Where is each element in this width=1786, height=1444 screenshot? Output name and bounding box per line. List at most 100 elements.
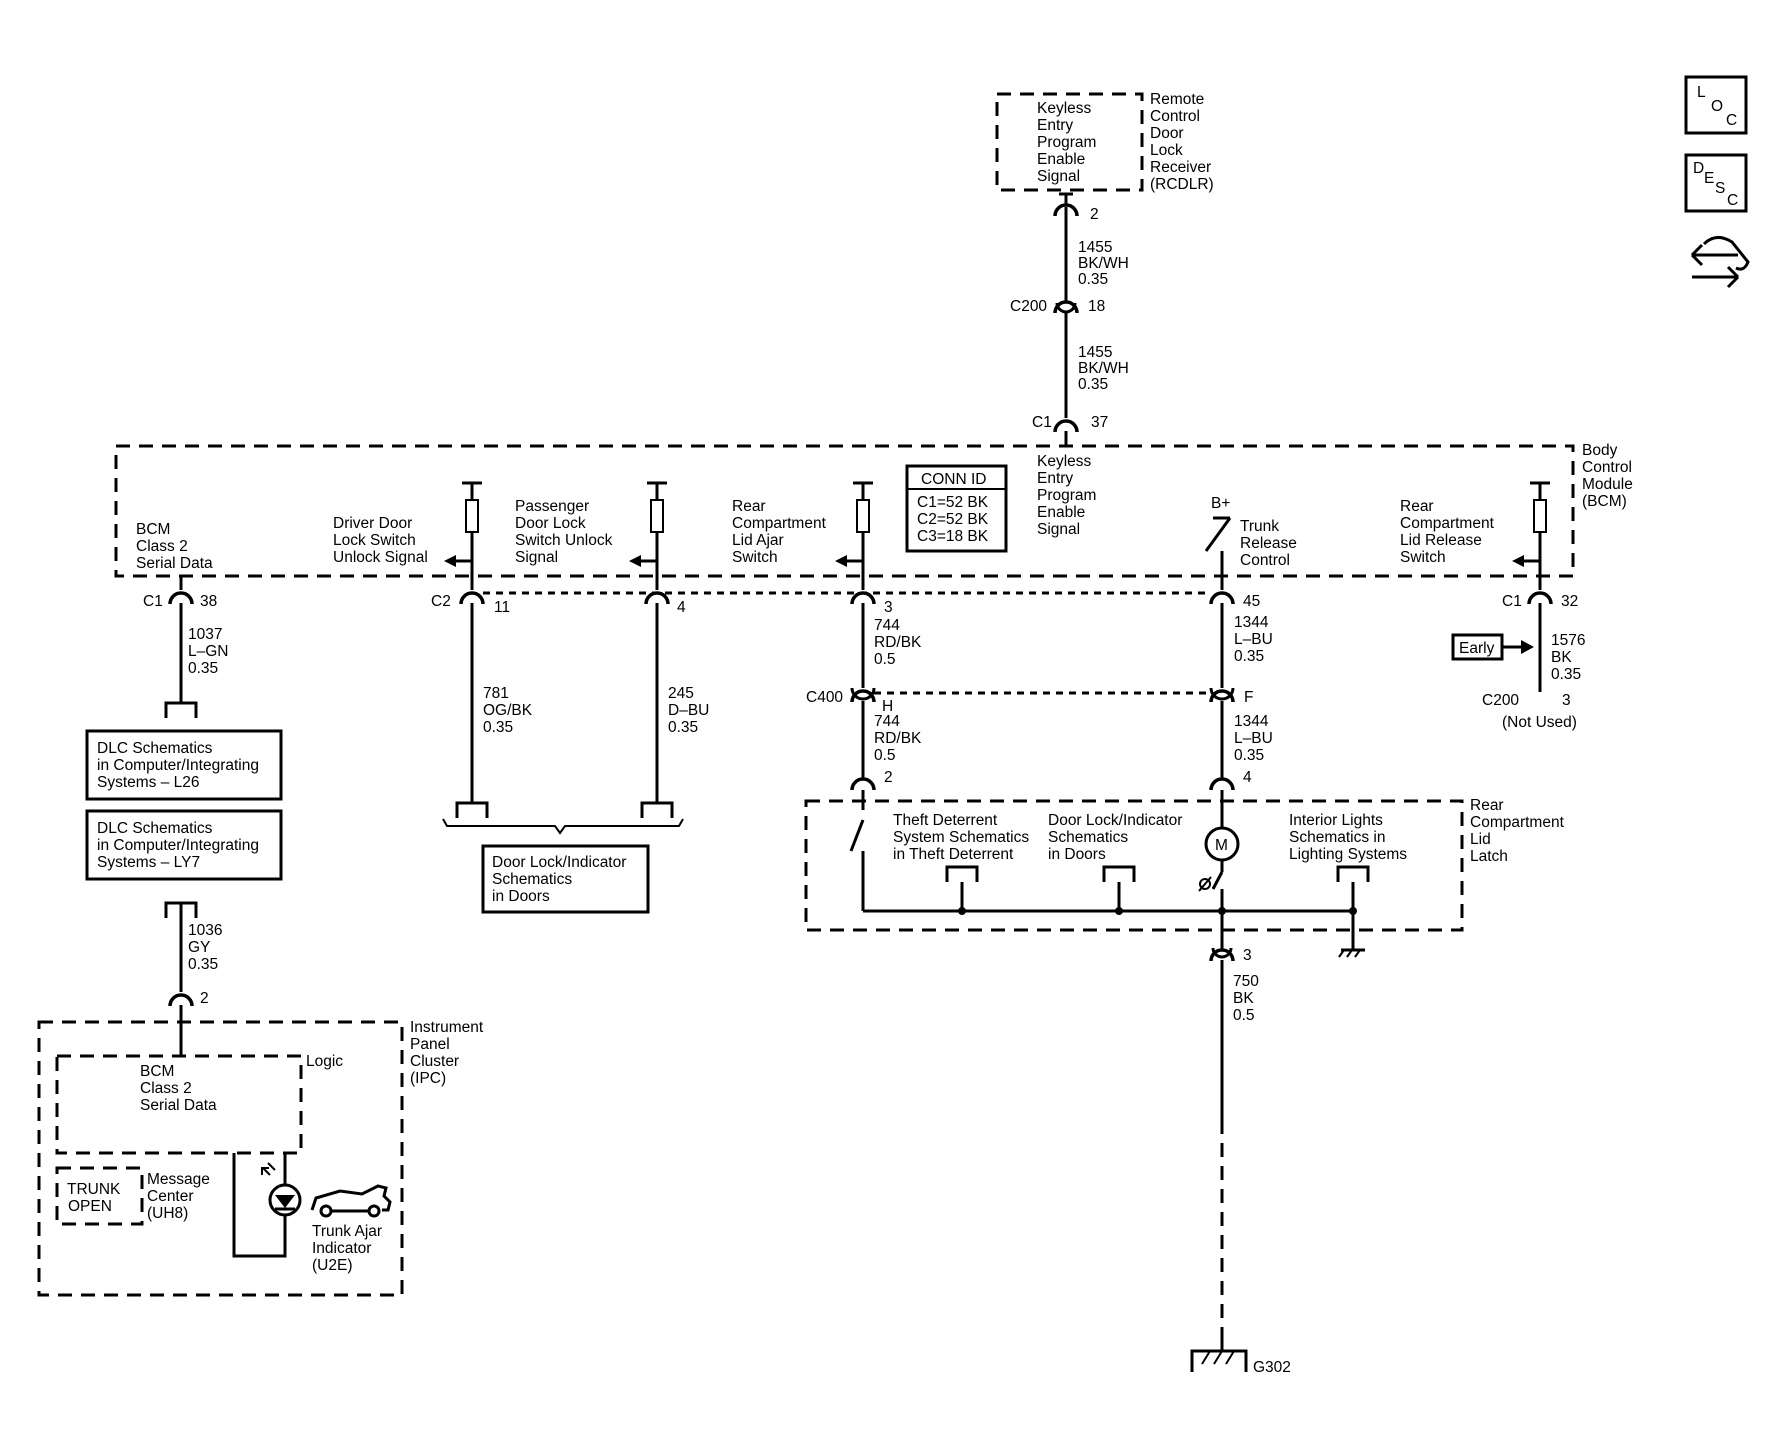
pin-4-connector (644, 591, 670, 605)
pin-45-connector (1209, 591, 1235, 605)
c1-32-pin: 32 (1561, 593, 1578, 610)
c400-f-connector (1209, 689, 1235, 703)
ipc-logic-box (55, 1054, 303, 1155)
pin-3: 3 (884, 599, 893, 616)
c200-pin: 18 (1088, 298, 1105, 315)
c1-32-connector (1527, 591, 1553, 605)
c1-38-pin: 38 (200, 593, 217, 610)
early-tag[interactable]: Early (1451, 633, 1504, 661)
c200-id: C200 (1010, 298, 1047, 315)
c2-11-pin: 11 (494, 599, 510, 616)
c1-37-id: C1 (1032, 414, 1052, 431)
latch-pin-3-connector (1209, 948, 1235, 962)
latch-pin-4: 4 (1243, 769, 1252, 786)
ground-g302-icon (1190, 1337, 1248, 1372)
latch-pin-2: 2 (884, 769, 893, 786)
ipc-pin: 2 (200, 990, 209, 1007)
c1-32-id: C1 (1502, 593, 1522, 610)
c200-connector (1053, 300, 1079, 314)
c1-37-connector (1053, 419, 1079, 433)
svg-text:S: S (1715, 180, 1725, 197)
rcdlr-pin: 2 (1090, 206, 1099, 223)
motor-label: M (1215, 837, 1228, 854)
chassis-ground-icon (1338, 948, 1365, 958)
doors-bracket (442, 818, 684, 835)
pin-4: 4 (677, 599, 686, 616)
c2-11-id: C2 (431, 593, 451, 610)
c1-38-connector (168, 591, 194, 605)
c200-unused-note: (Not Used) (1502, 714, 1577, 731)
svg-text:C: C (1727, 192, 1738, 209)
svg-text:C: C (1726, 112, 1737, 129)
ground-g302-label: G302 (1253, 1359, 1291, 1376)
ipc-pin-connector (168, 993, 194, 1007)
c400-pin-f: F (1244, 689, 1253, 706)
c200-unused-pin: 3 (1562, 692, 1571, 709)
c1-38-id: C1 (143, 593, 163, 610)
latch-pin-4-connector (1209, 777, 1235, 791)
trunk-open-display (55, 1166, 144, 1226)
loc-icon[interactable]: LOC (1684, 75, 1748, 135)
c400-h-female (850, 687, 876, 701)
latch-pin-2-connector (850, 777, 876, 791)
car-trunk-open-icon (310, 1184, 392, 1218)
conn-id-title: CONN ID (921, 471, 986, 488)
rcdlr-pin-connector (1053, 203, 1079, 217)
bplus-label: B+ (1211, 495, 1230, 512)
svg-text:E: E (1704, 170, 1714, 187)
pin-45: 45 (1243, 593, 1260, 610)
pin-3-connector (850, 591, 876, 605)
c2-11-connector (459, 591, 485, 605)
transfer-arrows-icon[interactable] (1690, 236, 1750, 289)
c400-h-connector (850, 689, 876, 703)
svg-text:Early: Early (1459, 640, 1495, 657)
svg-text:L: L (1697, 84, 1706, 101)
c400-id: C400 (806, 689, 843, 706)
